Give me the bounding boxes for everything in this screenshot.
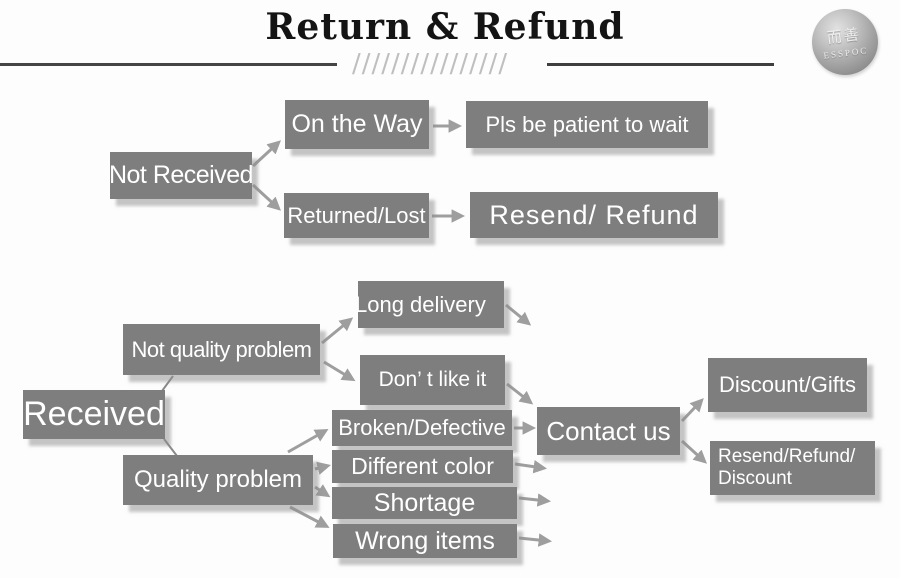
node-not-quality-problem: Not quality problem xyxy=(123,324,320,375)
arrow-not-quality-to-dont-like xyxy=(323,360,356,382)
node-long-delivery: Long delivery xyxy=(358,281,504,328)
arrow-dont-like-to-contact-us xyxy=(506,382,534,405)
arrow-contact-us-to-resend-discount xyxy=(680,439,707,464)
node-discount-gifts: Discount/Gifts xyxy=(708,358,867,412)
node-resend-refund-discount-line1: Resend/Refund/ xyxy=(718,446,856,468)
arrow-not-quality-to-long-delivery xyxy=(321,317,354,345)
divider-left xyxy=(0,63,337,66)
arrow-quality-to-broken xyxy=(287,429,329,454)
node-quality-problem: Quality problem xyxy=(123,455,313,505)
hatch-marks: //////////////// xyxy=(352,49,509,79)
divider-right xyxy=(547,63,774,66)
node-resend-refund-discount-line2: Discount xyxy=(718,468,792,489)
node-resend-refund-discount: Resend/Refund/ Discount xyxy=(710,441,875,495)
line-received-to-not-quality xyxy=(161,375,174,392)
arrow-quality-to-wrong-items xyxy=(289,505,330,528)
arrow-contact-us-to-discount-gifts xyxy=(680,398,704,423)
arrow-long-delivery-out xyxy=(505,303,532,326)
arrow-wrong-items-to-contact-us xyxy=(518,533,553,547)
arrow-shortage-to-contact-us xyxy=(518,493,552,507)
node-broken-defective: Broken/Defective xyxy=(332,410,512,446)
node-long-delivery-label: Long delivery xyxy=(358,291,486,317)
page-title: Return & Refund xyxy=(265,6,625,48)
node-pls-be-patient: Pls be patient to wait xyxy=(466,101,708,148)
arrow-quality-to-shortage xyxy=(314,484,331,498)
line-received-to-quality xyxy=(163,438,178,457)
logo-text-group: 而善 ESSPOC xyxy=(821,22,869,61)
node-wrong-items: Wrong items xyxy=(333,524,517,558)
node-returned-lost: Returned/Lost xyxy=(284,193,429,238)
arrow-not-received-to-returned-lost xyxy=(251,183,281,211)
node-resend-refund: Resend/ Refund xyxy=(470,192,718,238)
logo-chinese-text: 而善 xyxy=(826,25,863,47)
arrow-different-color-to-contact-us xyxy=(514,459,548,474)
arrow-not-received-to-on-the-way xyxy=(251,140,281,168)
node-not-received: Not Received xyxy=(109,152,254,199)
node-contact-us: Contact us xyxy=(537,407,680,455)
node-received: Received xyxy=(23,390,165,439)
esspoc-logo: 而善 ESSPOC xyxy=(812,9,878,75)
arrow-quality-to-different-color xyxy=(314,461,331,475)
node-dont-like-it: Don’ t like it xyxy=(360,355,505,405)
node-on-the-way: On the Way xyxy=(285,100,429,149)
node-different-color: Different color xyxy=(332,450,513,483)
node-shortage: Shortage xyxy=(332,487,517,519)
